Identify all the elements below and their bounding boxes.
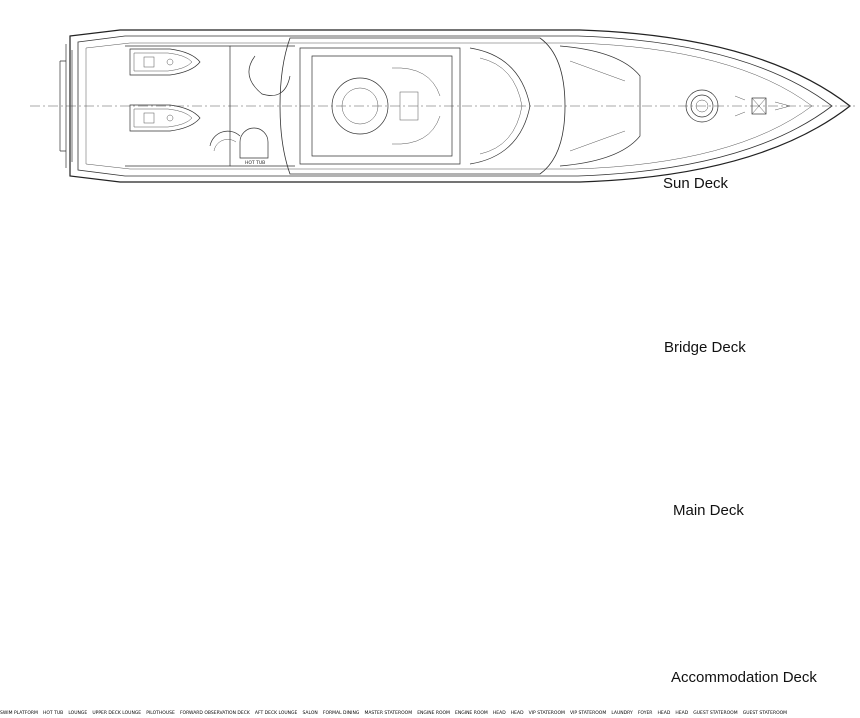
forward-observation-deck-label: FORWARD OBSERVATION DECK: [179, 711, 250, 716]
bridge-deck-label: Bridge Deck: [664, 339, 746, 356]
sun-deck-label: Sun Deck: [663, 175, 729, 192]
accommodation-deck-label: Accommodation Deck: [671, 669, 817, 686]
laundry-label: LAUNDRY: [611, 711, 633, 716]
vip-stateroom-stbd-label: VIP STATEROOM: [569, 711, 607, 716]
guest-stateroom-stbd-label: GUEST STATEROOM: [742, 711, 788, 716]
guest-head-port-label: HEAD: [657, 711, 671, 716]
master-stateroom-label: MASTER STATEROOM: [364, 711, 413, 716]
main-deck-label: Main Deck: [673, 502, 744, 519]
bridge-deck-plan: SWIM PLATFORM HOT TUB LOUNGE UPPER DECK …: [0, 699, 255, 718]
formal-dining-label: FORMAL DINING: [322, 711, 360, 716]
bridge-lounge-label: LOUNGE: [68, 711, 88, 716]
accommodation-deck-plan: ENGINE ROOM ENGINE ROOM HEAD HEAD VIP ST…: [417, 699, 787, 718]
deck-plan-figure: HOT TUB SWIM PLATFORM HOT TUB LOUNGE UPP…: [0, 29, 856, 716]
engine-room-port-label: ENGINE ROOM: [417, 711, 450, 716]
main-deck-plan: AFT DECK LOUNGE SALON FORMAL DINING MAST…: [255, 699, 417, 718]
pilothouse-label: PILOTHOUSE: [146, 711, 175, 716]
vip-stateroom-port-label: VIP STATEROOM: [528, 711, 565, 716]
engine-room-stbd-label: ENGINE ROOM: [455, 711, 488, 716]
sun-hot-tub-label: HOT TUB: [245, 160, 265, 166]
sun-deck-plan: HOT TUB: [29, 29, 856, 183]
swim-platform-label: SWIM PLATFORM: [0, 711, 38, 716]
foyer-label: FOYER: [637, 711, 653, 716]
guest-stateroom-port-label: GUEST STATEROOM: [693, 711, 738, 716]
upper-deck-lounge-label: UPPER DECK LOUNGE: [92, 711, 142, 716]
vip-head-port-label: HEAD: [492, 711, 506, 716]
deck-plans-drawing: HOT TUB: [29, 29, 856, 183]
aft-deck-lounge-label: AFT DECK LOUNGE: [254, 711, 298, 716]
bridge-hot-tub-label: HOT TUB: [42, 711, 64, 716]
vip-head-stbd-label: HEAD: [510, 711, 524, 716]
guest-head-stbd-label: HEAD: [675, 711, 689, 716]
salon-label: SALON: [302, 711, 318, 716]
